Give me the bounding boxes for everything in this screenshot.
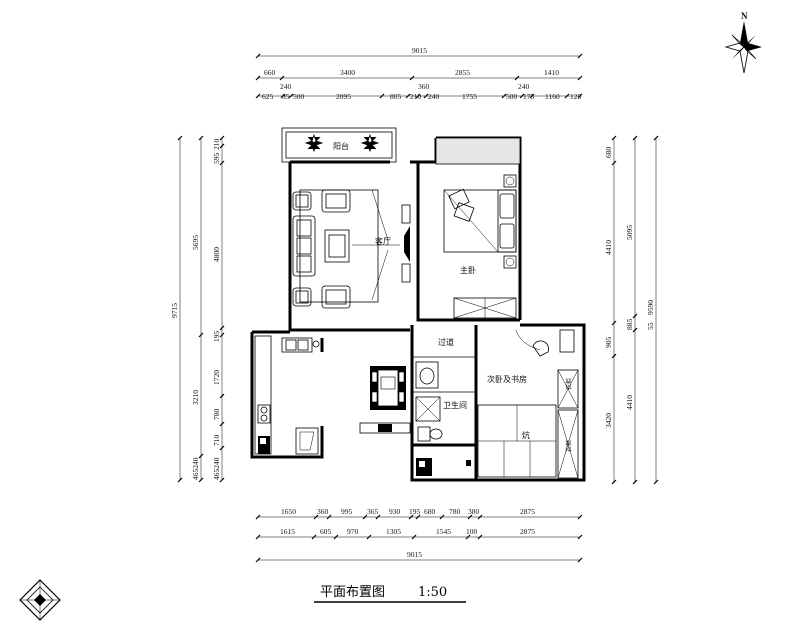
balcony: 阳台: [304, 133, 380, 153]
dim-bot-r1-2: 995: [341, 507, 353, 516]
dim-left-o1: 3210: [191, 390, 200, 405]
dim-top-r2-9: 175: [523, 92, 535, 101]
dim-top-r2a-0: 240: [280, 82, 292, 91]
dim-left-i7: 465240: [212, 457, 221, 480]
dim-right-total: 9590: [646, 300, 655, 315]
dim-bot-r1-5: 195: [409, 507, 421, 516]
bathroom: 过道 卫生间: [415, 337, 471, 476]
plant-icon: [304, 133, 324, 153]
dim-top-total: 9015: [412, 46, 427, 55]
dim-bot-r2-2: 970: [347, 527, 359, 536]
dim-left-o2: 465240: [191, 457, 200, 480]
dim-top-r1-2: 2855: [455, 68, 470, 77]
drawing-title: 平面布置图: [320, 585, 385, 600]
dim-bot-r2-6: 2875: [520, 527, 535, 536]
cushion-icon: [448, 188, 475, 222]
compass-label: N: [741, 11, 748, 21]
dim-right-o0: 5095: [625, 225, 634, 240]
dim-bot-r2-5: 100: [466, 527, 478, 536]
room-label-balcony: 阳台: [333, 141, 349, 151]
compass-rose-icon: N: [724, 11, 762, 74]
dim-bot-r2-1: 605: [320, 527, 332, 536]
dim-right-o1: 4410: [625, 395, 634, 410]
dim-bot-total: 9015: [407, 550, 422, 559]
dim-top-r2-10: 1160: [545, 92, 560, 101]
dim-top-r2-1: 35: [282, 92, 290, 101]
toilet-icon: [417, 426, 443, 442]
dim-top-r2-3: 2095: [336, 92, 351, 101]
master-bedroom: 主卧: [443, 174, 517, 319]
dim-left-o0: 5695: [191, 235, 200, 250]
living-room: 客厅: [292, 189, 411, 309]
dim-top-r2-7: 1755: [462, 92, 477, 101]
dim-top-r1-0: 660: [264, 68, 276, 77]
dim-left-i3: 195: [212, 331, 221, 343]
dim-top-r2-11: 125: [570, 92, 582, 101]
dim-top-r2-0: 625: [262, 92, 274, 101]
logo-diamond-icon: [19, 579, 61, 621]
bottom-dimensions: 1650 360 995 365 930 195 680 780 380 287…: [255, 507, 583, 563]
walls: [250, 127, 586, 482]
dim-bot-r2-0: 1615: [280, 527, 295, 536]
dim-bot-r1-0: 1650: [281, 507, 296, 516]
drawing-scale: 1:50: [418, 585, 447, 600]
dining-area: [359, 366, 411, 434]
dim-top-r1-3: 1410: [544, 68, 559, 77]
dim-right-i1: 4410: [604, 240, 613, 255]
dim-right-s1: 55: [646, 322, 655, 330]
dim-top-r2-2: 500: [293, 92, 305, 101]
planter-area: [435, 137, 521, 165]
dim-top-r2-5: 210: [410, 92, 422, 101]
room-label-master: 主卧: [460, 265, 476, 275]
top-dimensions: 9015 660 3400 2855 1410 240 360 240 625 …: [255, 46, 583, 101]
dim-bot-r1-1: 360: [317, 507, 329, 516]
dim-left-i2: 4800: [212, 247, 221, 262]
dim-right-i3: 3420: [604, 413, 613, 428]
title-block: 平面布置图 1:50: [314, 585, 466, 603]
dim-bot-r1-9: 2875: [520, 507, 535, 516]
room-label-corridor: 过道: [438, 337, 454, 347]
dim-top-r1-1: 3400: [340, 68, 355, 77]
dim-top-r2a-2: 240: [518, 82, 530, 91]
dim-bot-r1-3: 365: [367, 507, 379, 516]
dim-top-r2-6: 240: [428, 92, 440, 101]
dim-left-i5: 780: [212, 409, 221, 421]
right-dimensions: 680 4410 905 3420 5095 885 4410 9590 55: [604, 135, 659, 485]
dim-left-i6: 710: [212, 435, 221, 447]
dim-bot-r1-8: 380: [468, 507, 480, 516]
dim-left-i4: 1720: [212, 370, 221, 385]
dim-left-total: 9715: [170, 303, 179, 318]
label-cabinet-a: 衣柜: [565, 378, 573, 390]
dim-bot-r1-4: 930: [389, 507, 401, 516]
dim-top-r2a-1: 360: [418, 82, 430, 91]
room-label-living: 客厅: [375, 236, 391, 246]
washing-machine-icon: [416, 458, 432, 476]
left-dimensions: 9715 5695 3210 465240 210 595 4800 195 1…: [170, 135, 225, 483]
second-bedroom: 炕 衣柜 衣柜 次卧及书房: [477, 329, 579, 479]
dim-bot-r2-4: 1545: [436, 527, 451, 536]
dim-top-r2-4: 805: [390, 92, 402, 101]
kitchen: [254, 335, 320, 455]
dim-right-i0: 680: [604, 147, 613, 159]
dim-left-i1: 595: [212, 153, 221, 165]
label-cabinet-b: 衣柜: [565, 440, 573, 452]
dim-bot-r1-6: 680: [424, 507, 436, 516]
dim-bot-r2-3: 1305: [386, 527, 401, 536]
dim-left-i0: 210: [212, 139, 221, 151]
stove-icon: [257, 404, 271, 424]
room-label-second: 次卧及书房: [487, 374, 527, 384]
plant-icon: [360, 133, 380, 153]
room-label-bathroom: 卫生间: [443, 400, 467, 410]
dim-right-s0: 885: [625, 319, 634, 331]
dim-top-r2-8: 500: [506, 92, 518, 101]
dim-right-i2: 905: [604, 337, 613, 349]
dim-bot-r1-7: 780: [449, 507, 461, 516]
room-label-kang: 炕: [522, 430, 530, 440]
